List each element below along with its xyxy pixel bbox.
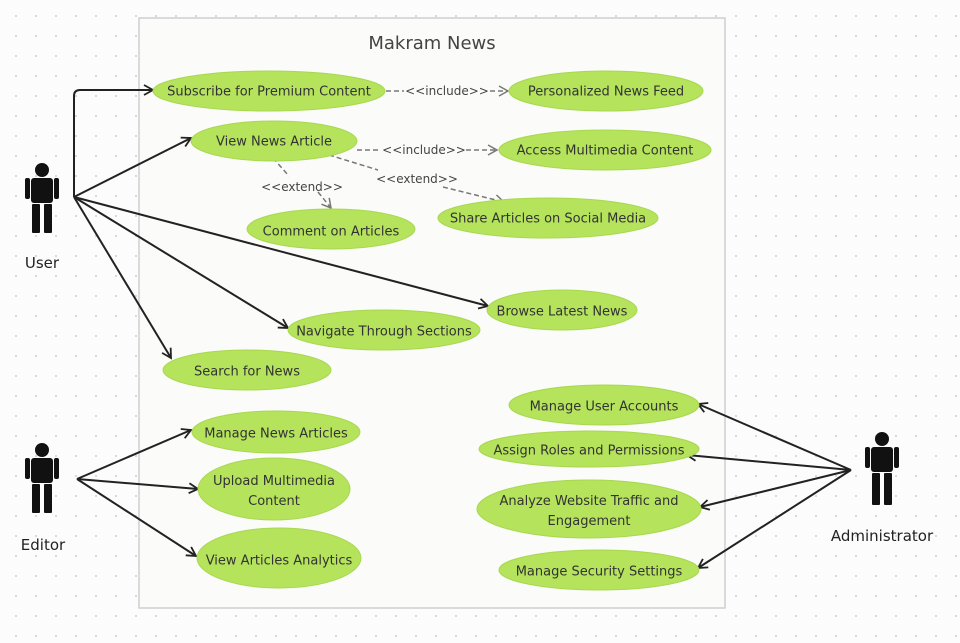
assoc-user-browse — [73, 196, 490, 310]
usecase-browse-news-label: Browse Latest News — [497, 305, 628, 320]
extend-line-1-b — [317, 191, 332, 210]
assoc-editor-manage-articles — [76, 428, 193, 480]
usecase-share-articles[interactable]: Share Articles on Social Media — [437, 197, 659, 239]
usecase-multimedia-content[interactable]: Access Multimedia Content — [498, 129, 712, 171]
assoc-admin-traffic — [698, 469, 852, 511]
assoc-editor-upload — [76, 478, 200, 495]
include-label-1: <<include>> — [405, 84, 489, 98]
actor-editor-icon — [25, 443, 59, 513]
usecase-navigate-sections[interactable]: Navigate Through Sections — [287, 309, 481, 351]
system-title: Makram News — [368, 33, 495, 54]
usecase-assign-roles[interactable]: Assign Roles and Permissions — [478, 430, 700, 468]
usecase-security-settings[interactable]: Manage Security Settings — [498, 549, 700, 591]
actor-administrator[interactable]: Administrator — [831, 432, 934, 545]
actor-editor[interactable]: Editor — [21, 443, 66, 554]
usecase-analyze-traffic-label-2: Engagement — [548, 514, 631, 529]
assoc-user-search — [73, 196, 172, 360]
usecase-comment-label: Comment on Articles — [263, 225, 400, 240]
assoc-admin-security — [696, 469, 852, 569]
actor-user-icon — [25, 163, 59, 233]
usecase-upload-multimedia-label-1: Upload Multimedia — [213, 474, 335, 489]
extend-label-1: <<extend>> — [261, 180, 343, 194]
usecase-articles-analytics[interactable]: View Articles Analytics — [196, 527, 362, 589]
assoc-editor-analytics — [76, 478, 198, 558]
usecase-view-article-label: View News Article — [216, 135, 332, 150]
usecase-personalized-feed[interactable]: Personalized News Feed — [508, 70, 704, 112]
usecase-assign-roles-label: Assign Roles and Permissions — [493, 444, 684, 459]
usecase-share-articles-label: Share Articles on Social Media — [450, 212, 646, 227]
actor-user-label: User — [25, 254, 60, 272]
usecase-manage-articles[interactable]: Manage News Articles — [191, 410, 361, 454]
extend-line-2-b — [442, 186, 506, 206]
actor-administrator-icon — [865, 432, 899, 505]
usecase-multimedia-content-label: Access Multimedia Content — [517, 144, 694, 159]
usecase-search[interactable]: Search for News — [162, 349, 332, 391]
usecase-manage-user-accounts[interactable]: Manage User Accounts — [508, 384, 700, 426]
usecase-analyze-traffic-label-1: Analyze Website Traffic and — [500, 494, 679, 509]
assoc-admin-manage-users — [696, 402, 852, 471]
usecase-upload-multimedia[interactable]: Upload Multimedia Content — [197, 457, 351, 521]
usecase-articles-analytics-label: View Articles Analytics — [206, 554, 353, 569]
usecase-manage-articles-label: Manage News Articles — [204, 427, 348, 442]
usecase-personalized-feed-label: Personalized News Feed — [528, 85, 684, 100]
actor-editor-label: Editor — [21, 536, 66, 554]
actor-administrator-label: Administrator — [831, 527, 934, 545]
usecase-subscribe-label: Subscribe for Premium Content — [167, 85, 371, 100]
usecase-search-label: Search for News — [194, 365, 300, 380]
assoc-user-subscribe — [73, 84, 155, 197]
extend-line-2 — [328, 154, 379, 171]
extend-label-2: <<extend>> — [376, 172, 458, 186]
assoc-user-view-article — [73, 136, 193, 198]
usecase-manage-user-accounts-label: Manage User Accounts — [530, 400, 679, 415]
usecase-comment[interactable]: Comment on Articles — [246, 208, 416, 250]
usecase-analyze-traffic[interactable]: Analyze Website Traffic and Engagement — [476, 479, 702, 539]
actor-user[interactable]: User — [25, 163, 60, 272]
usecase-navigate-sections-label: Navigate Through Sections — [296, 325, 472, 340]
usecase-upload-multimedia-label-2: Content — [248, 494, 300, 509]
usecase-view-article[interactable]: View News Article — [190, 120, 358, 162]
usecase-security-settings-label: Manage Security Settings — [516, 565, 683, 580]
usecase-browse-news[interactable]: Browse Latest News — [486, 289, 638, 331]
assoc-user-navigate — [73, 196, 290, 329]
assoc-admin-roles — [685, 450, 852, 471]
usecase-subscribe[interactable]: Subscribe for Premium Content — [152, 70, 386, 112]
include-label-2: <<include>> — [382, 143, 466, 157]
